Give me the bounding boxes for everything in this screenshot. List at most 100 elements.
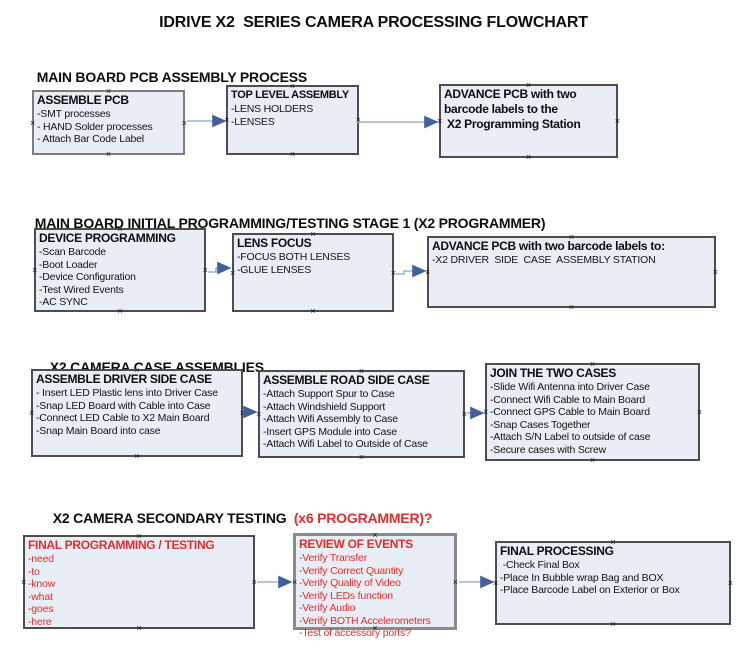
box-item: -Attach Wifi Assembly to Case bbox=[263, 413, 398, 425]
flow-box-review-of-events[interactable]: REVIEW OF EVENTS -Verify Transfer-Verify… bbox=[292, 531, 458, 640]
box-item: -Test Wired Events bbox=[39, 283, 124, 296]
connector-handle-icon: × bbox=[224, 115, 230, 125]
connector-handle-icon: × bbox=[202, 265, 208, 275]
box-item: -Insert GPS Module into Case bbox=[263, 425, 397, 438]
box-items: -Slide Wifi Antenna into Driver Case -Con… bbox=[490, 381, 695, 456]
connector-handle-icon: × bbox=[251, 577, 257, 587]
flow-box-final-processing[interactable]: FINAL PROCESSING -Check Final Box-Place … bbox=[493, 538, 733, 629]
connector-handle-icon: × bbox=[437, 116, 443, 126]
box-item: -know bbox=[28, 578, 56, 590]
box-items: -FOCUS BOTH LENSES-GLUE LENSES bbox=[237, 251, 389, 276]
flow-box-assemble-driver-side-case[interactable]: ASSEMBLE DRIVER SIDE CASE - Insert LED P… bbox=[29, 366, 245, 461]
connector-handle-icon: × bbox=[452, 576, 458, 587]
box-item: - HAND Solder processes bbox=[37, 120, 153, 133]
box-item: -Verify Transfer bbox=[299, 552, 367, 564]
box-items: -X2 DRIVER SIDE CASE ASSEMBLY STATION bbox=[432, 254, 711, 267]
box-item: -FOCUS BOTH LENSES bbox=[237, 251, 351, 263]
box-item: -Check Final Box bbox=[500, 559, 580, 571]
box-items: -Attach Support Spur to Case-Attach Wind… bbox=[263, 388, 460, 451]
connector-handle-icon: × bbox=[289, 149, 296, 159]
box-item: -Attach S/N Label to outside of case bbox=[490, 431, 651, 443]
connector-arrow[interactable] bbox=[396, 264, 427, 278]
section-heading-highlight: (x6 PROGRAMMER)? bbox=[290, 510, 433, 526]
connector-handle-icon: × bbox=[390, 267, 396, 278]
box-item: - Attach Bar Code Label bbox=[37, 133, 144, 145]
connector-handle-icon: × bbox=[568, 302, 575, 312]
box-item: -Snap LED Board with Cable into Case bbox=[36, 399, 211, 412]
box-item: - Insert LED Plastic lens into Driver Ca… bbox=[36, 387, 218, 399]
box-items: -need-to-know-what-goes-here bbox=[28, 553, 250, 628]
box-item: -SMT processes bbox=[37, 108, 111, 120]
box-item: -Verify LEDs function bbox=[299, 589, 393, 602]
connector-handle-icon: × bbox=[589, 455, 596, 465]
connector-handle-icon: × bbox=[230, 267, 236, 278]
connector-handle-icon: × bbox=[712, 267, 718, 277]
section-heading-text: MAIN BOARD INITIAL PROGRAMMING/TESTING S… bbox=[34, 215, 546, 231]
connector-handle-icon: × bbox=[310, 306, 316, 316]
box-item: -here bbox=[28, 615, 52, 628]
page-title: IDRIVE X2 SERIES CAMERA PROCESSING FLOWC… bbox=[159, 14, 588, 31]
box-items: -SMT processes- HAND Solder processes- A… bbox=[37, 108, 180, 146]
connector-handle-icon: × bbox=[355, 115, 361, 125]
connector-handle-icon: × bbox=[614, 116, 620, 126]
box-title: ADVANCE PCB with two barcode labels to t… bbox=[444, 87, 581, 131]
box-item: -Attach Support Spur to Case bbox=[263, 388, 395, 400]
box-title: TOP LEVEL ASSEMBLY bbox=[231, 89, 349, 101]
box-item: -Connect GPS Cable to Main Board bbox=[490, 406, 650, 418]
box-item: -Place Barcode Label on Exterior or Box bbox=[500, 584, 680, 596]
connector-handle-icon: × bbox=[239, 408, 245, 418]
box-item: -goes bbox=[28, 603, 54, 615]
box-item: -Boot Loader bbox=[39, 258, 98, 271]
section-heading-pcb-assembly: MAIN BOARD PCB ASSEMBLY PROCESS bbox=[22, 53, 307, 101]
section-heading-secondary-testing: X2 CAMERA SECONDARY TESTING (x6 PROGRAMM… bbox=[38, 494, 433, 542]
connector-handle-icon: × bbox=[32, 265, 38, 275]
connector-handle-icon: × bbox=[21, 577, 27, 587]
box-title: ASSEMBLE DRIVER SIDE CASE bbox=[36, 372, 212, 386]
box-items: -Scan Barcode-Boot Loader-Device Configu… bbox=[39, 246, 201, 309]
box-title: JOIN THE TWO CASES bbox=[490, 366, 616, 380]
section-heading-text: X2 CAMERA SECONDARY TESTING bbox=[52, 510, 291, 526]
box-title: DEVICE PROGRAMMING bbox=[39, 231, 176, 245]
connector-handle-icon: × bbox=[358, 452, 365, 462]
connector-handle-icon: × bbox=[610, 619, 616, 629]
connector-handle-icon: × bbox=[29, 408, 35, 418]
flow-box-advance-pcb-programming-station[interactable]: ADVANCE PCB with two barcode labels to t… bbox=[437, 81, 620, 162]
flow-box-advance-pcb-driver-side-case[interactable]: ADVANCE PCB with two barcode labels to: … bbox=[425, 233, 718, 312]
box-item: -Device Configuration bbox=[39, 271, 136, 283]
box-item: -Snap Cases Together bbox=[490, 418, 591, 431]
flow-box-final-programming-testing[interactable]: FINAL PROGRAMMING / TESTING -need-to-kno… bbox=[21, 532, 257, 633]
box-items: - Insert LED Plastic lens into Driver Ca… bbox=[36, 387, 238, 437]
box-item: -X2 DRIVER SIDE CASE ASSEMBLY STATION bbox=[432, 254, 656, 266]
box-item: -Test of accessory ports? bbox=[299, 627, 411, 639]
box-title: ASSEMBLE ROAD SIDE CASE bbox=[263, 373, 430, 387]
box-title: ADVANCE PCB with two barcode labels to: bbox=[432, 239, 665, 253]
box-item: -need bbox=[28, 553, 54, 565]
section-heading-initial-programming: MAIN BOARD INITIAL PROGRAMMING/TESTING S… bbox=[20, 199, 546, 247]
box-item: -Slide Wifi Antenna into Driver Case bbox=[490, 381, 650, 393]
box-item: -LENS HOLDERS bbox=[231, 103, 314, 115]
box-item: -Verify Correct Quantity bbox=[299, 564, 404, 577]
flow-box-top-level-assembly[interactable]: TOP LEVEL ASSEMBLY -LENS HOLDERS-LENSES … bbox=[224, 82, 361, 159]
connector-handle-icon: × bbox=[105, 149, 112, 159]
flow-box-device-programming[interactable]: DEVICE PROGRAMMING -Scan Barcode-Boot Lo… bbox=[32, 225, 208, 316]
connector-handle-icon: × bbox=[425, 267, 431, 277]
flow-box-join-the-two-cases[interactable]: JOIN THE TWO CASES -Slide Wifi Antenna i… bbox=[483, 360, 702, 465]
connector-arrow[interactable] bbox=[208, 261, 232, 275]
section-heading-text: MAIN BOARD PCB ASSEMBLY PROCESS bbox=[36, 69, 307, 85]
box-item: -Verify BOTH Accelerometers bbox=[299, 614, 431, 627]
connector-handle-icon: × bbox=[461, 409, 467, 419]
box-item: -Verify Audio bbox=[299, 602, 356, 614]
box-item: -Attach Wifi Label to Outside of Case bbox=[263, 438, 428, 450]
box-item: -Connect LED Cable to X2 Main Board bbox=[36, 412, 210, 424]
connector-handle-icon: × bbox=[493, 578, 499, 588]
flow-box-lens-focus[interactable]: LENS FOCUS -FOCUS BOTH LENSES-GLUE LENSE… bbox=[230, 230, 396, 316]
connector-handle-icon: × bbox=[292, 576, 298, 587]
box-title: ASSEMBLE PCB bbox=[37, 93, 129, 107]
connector-handle-icon: × bbox=[256, 409, 262, 419]
box-item: -GLUE LENSES bbox=[237, 263, 312, 276]
box-items: -Verify Transfer-Verify Correct Quantity… bbox=[299, 552, 451, 640]
flow-box-assemble-road-side-case[interactable]: ASSEMBLE ROAD SIDE CASE -Attach Support … bbox=[256, 367, 467, 462]
box-item: -LENSES bbox=[231, 115, 275, 128]
box-title: REVIEW OF EVENTS bbox=[299, 537, 413, 551]
flow-box-assemble-pcb[interactable]: ASSEMBLE PCB -SMT processes- HAND Solder… bbox=[30, 87, 187, 159]
